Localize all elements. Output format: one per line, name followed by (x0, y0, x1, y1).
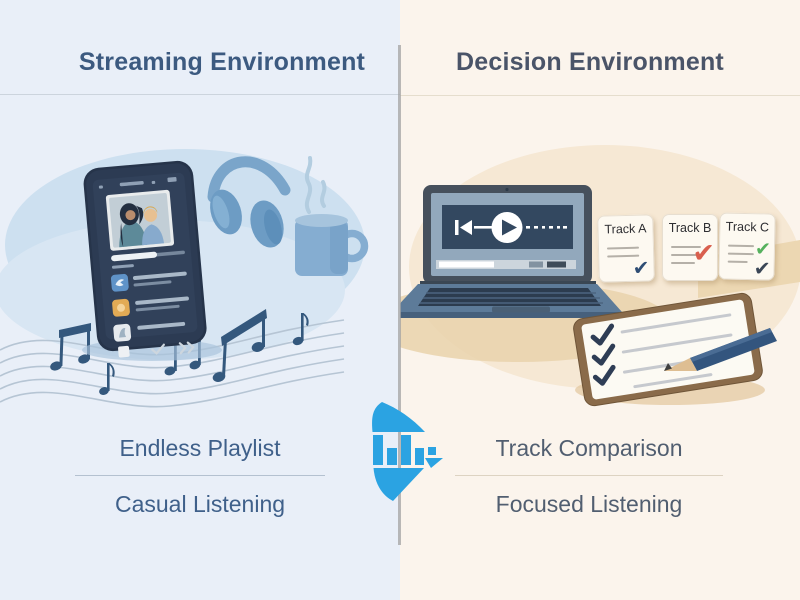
right-caption-block: Track Comparison Focused Listening (400, 433, 800, 519)
panel-divider (398, 45, 401, 545)
track-card-c: Track C ✔ ✔ (718, 212, 776, 281)
track-card-label: Track A (604, 221, 647, 237)
left-caption-secondary: Casual Listening (114, 491, 286, 517)
streaming-panel: Streaming Environment (0, 0, 400, 600)
smartphone-music-player-icon (83, 160, 207, 358)
right-caption-secondary: Focused Listening (495, 491, 683, 517)
right-caption-primary: Track Comparison (495, 435, 683, 461)
check-icon: ✔ (632, 257, 650, 280)
right-panel-title: Decision Environment (456, 48, 724, 76)
track-card-label: Track C (725, 219, 770, 235)
left-caption-block: Endless Playlist Casual Listening (0, 433, 400, 519)
check-icon: ✔ (754, 239, 772, 261)
skip-back-icon (455, 220, 459, 235)
piano-play-logo-icon (372, 402, 443, 501)
laptop-video-player-icon (400, 185, 622, 318)
left-caption-divider (75, 475, 325, 476)
decision-panel: Decision Environment (400, 0, 800, 600)
left-title-divider (0, 94, 400, 95)
streaming-illustration (0, 149, 369, 408)
playlist-rows (110, 271, 189, 342)
right-caption-divider (455, 475, 723, 476)
track-card-b: Track B ✔ (662, 214, 718, 281)
coffee-mug-icon (295, 156, 369, 276)
album-art (105, 189, 175, 251)
left-caption-primary: Endless Playlist (119, 435, 281, 461)
track-card-label: Track B (668, 221, 712, 235)
left-panel-title: Streaming Environment (78, 48, 366, 76)
check-icon: ✔ (692, 238, 715, 268)
pencil-icon (664, 328, 777, 371)
headphones-icon (207, 156, 291, 248)
track-card-a: Track A ✔ (597, 214, 655, 283)
check-icon: ✔ (753, 258, 771, 281)
right-title-divider (400, 95, 800, 96)
phone-bottom-controls (118, 341, 195, 358)
checklist-clipboard-icon (573, 292, 763, 407)
